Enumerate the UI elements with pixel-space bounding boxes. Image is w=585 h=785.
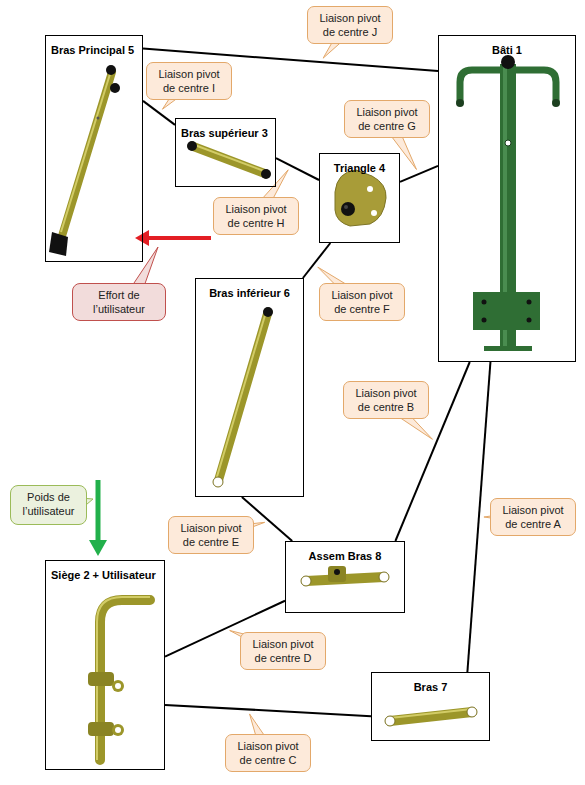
part-box: Bras 7 xyxy=(371,672,490,741)
weight-arrow xyxy=(89,480,107,556)
seat xyxy=(88,597,150,760)
liaison-text: Liaison pivot de centre J xyxy=(314,11,386,39)
part-name: Assem Bras 8 xyxy=(309,549,382,563)
liaison-text: Liaison pivot de centre H xyxy=(220,202,292,230)
part-name: Triangle 4 xyxy=(334,161,385,175)
part-name: Siège 2 + Utilisateur xyxy=(51,568,156,582)
liaison-text: Liaison pivot de centre I xyxy=(153,67,225,95)
liaison-text: Liaison pivot de centre D xyxy=(247,637,319,665)
main-arm xyxy=(49,65,120,256)
liaison-text: Liaison pivot de centre E xyxy=(175,521,247,549)
liaison-callout: Liaison pivot de centre J xyxy=(307,6,393,44)
part-box: Bras inférieur 6 xyxy=(195,278,304,497)
arm-7 xyxy=(385,707,477,726)
part-box: Bras Principal 5 xyxy=(45,35,143,262)
liaison-callout: Liaison pivot de centre C xyxy=(225,734,311,772)
lower-arm xyxy=(213,307,273,487)
liaison-callout: Liaison pivot de centre G xyxy=(344,100,430,138)
liaison-callout: Liaison pivot de centre I xyxy=(146,62,232,100)
part-box: Bras supérieur 3 xyxy=(175,118,276,187)
part-name: Bras 7 xyxy=(414,680,448,694)
note-callout: Effort de l’utilisateur xyxy=(72,283,166,321)
link-line xyxy=(143,101,175,125)
part-box: Triangle 4 xyxy=(319,153,400,243)
pivot-link xyxy=(165,705,371,716)
pivot-link xyxy=(143,101,175,125)
liaison-text: Liaison pivot de centre F xyxy=(326,288,398,316)
part-name: Bras supérieur 3 xyxy=(181,126,268,140)
liaison-callout: Liaison pivot de centre A xyxy=(490,498,576,536)
pivot-link xyxy=(400,166,438,182)
liaison-text: Liaison pivot de centre G xyxy=(351,105,423,133)
part-box: Siège 2 + Utilisateur xyxy=(45,560,165,770)
liaison-callout: Liaison pivot de centre B xyxy=(343,381,429,419)
arm-assembly xyxy=(301,566,389,586)
part-box: Bâti 1 xyxy=(438,35,576,362)
liaison-text: Liaison pivot de centre B xyxy=(350,386,422,414)
force-arrow xyxy=(135,230,211,246)
triangle-plate xyxy=(335,170,386,226)
note-callout: Poids de l’utilisateur xyxy=(10,485,87,525)
link-line xyxy=(400,166,438,182)
upper-arm xyxy=(187,141,271,179)
part-box: Assem Bras 8 xyxy=(285,541,405,613)
link-line xyxy=(165,705,371,716)
liaison-callout: Liaison pivot de centre E xyxy=(168,516,254,554)
part-name: Bras Principal 5 xyxy=(51,43,134,57)
liaison-text: Liaison pivot de centre C xyxy=(232,739,304,767)
note-text: Effort de l’utilisateur xyxy=(79,288,159,316)
liaison-callout: Liaison pivot de centre D xyxy=(240,632,326,670)
note-text: Poids de l’utilisateur xyxy=(17,490,80,518)
part-name: Bâti 1 xyxy=(492,43,522,57)
liaison-text: Liaison pivot de centre A xyxy=(497,503,569,531)
liaison-callout: Liaison pivot de centre H xyxy=(213,197,299,235)
part-name: Bras inférieur 6 xyxy=(209,286,290,300)
liaison-callout: Liaison pivot de centre F xyxy=(319,283,405,321)
frame xyxy=(456,55,560,351)
